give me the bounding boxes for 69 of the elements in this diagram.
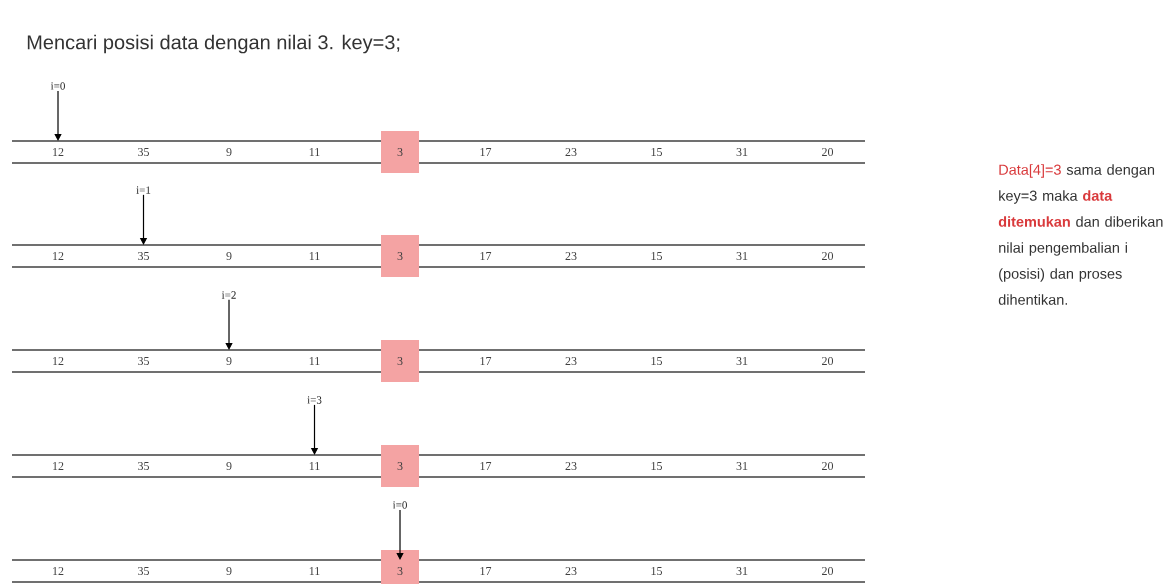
array-cell: 9 xyxy=(226,251,232,261)
array-cell: 11 xyxy=(309,148,320,156)
array-cell: 17 xyxy=(480,148,492,156)
array-cell: 15 xyxy=(651,462,663,470)
array-cell: 35 xyxy=(138,461,150,471)
array-cell: 20 xyxy=(822,566,834,576)
array-cell: 23 xyxy=(565,566,577,576)
index-label: i=2 xyxy=(221,291,236,299)
array-cell: 12 xyxy=(53,357,64,365)
array-cell: 17 xyxy=(480,567,492,575)
label: key=3 maka xyxy=(999,190,1078,204)
arrow xyxy=(225,299,233,350)
array-cell: 35 xyxy=(138,566,150,576)
index-label: i=0 xyxy=(50,82,65,90)
array-cell: 35 xyxy=(138,251,150,261)
array-cell: 11 xyxy=(309,252,320,260)
array-cell: 9 xyxy=(226,356,232,366)
array-cell: 31 xyxy=(736,566,748,576)
array-cell: 12 xyxy=(53,567,64,575)
array-cell: 23 xyxy=(565,461,577,471)
array-cell: 15 xyxy=(651,252,663,260)
label: nilai pengembalian i xyxy=(999,242,1127,256)
array-cell: 20 xyxy=(822,251,834,261)
index-label: i=3 xyxy=(307,396,322,404)
arrow xyxy=(54,90,62,141)
array-cell: 23 xyxy=(565,147,577,157)
label: dihentikan. xyxy=(998,294,1068,305)
highlighted-cell: 3 xyxy=(381,235,419,277)
highlighted-cell: 3 xyxy=(381,131,419,173)
index-label: i=0 xyxy=(392,501,407,509)
array-cell: 31 xyxy=(736,147,748,157)
array-cell: 23 xyxy=(565,356,577,366)
array-cell: 35 xyxy=(138,147,150,157)
array-cell: 31 xyxy=(736,461,748,471)
array-cell: 12 xyxy=(53,252,64,260)
title: Mencari posisi data dengan nilai 3. key=3; xyxy=(27,34,400,54)
label: (posisi) dan proses xyxy=(999,268,1122,282)
array-cell: 11 xyxy=(309,462,320,470)
array-cell: 15 xyxy=(651,567,663,575)
array-cell: 20 xyxy=(822,461,834,471)
array-cell: 9 xyxy=(226,147,232,157)
highlighted-cell: 3 xyxy=(381,550,419,584)
array-cell: 11 xyxy=(309,567,320,575)
array-cell: 15 xyxy=(651,357,663,365)
array-cell: 17 xyxy=(480,462,492,470)
label: ditemukan xyxy=(998,216,1070,227)
array-cell: 11 xyxy=(309,357,320,365)
explanation-text: Data[4]=3 sama dengan key=3 maka data ditemukan dan diberikan nilai pengembalian i (posisi) dan proses dihentikan. xyxy=(998,164,1163,305)
index-label: i=1 xyxy=(136,186,151,194)
label: Data[4]=3 xyxy=(999,164,1061,178)
array-cell: 20 xyxy=(822,147,834,157)
array-cell: 12 xyxy=(53,148,64,156)
array-cell: 12 xyxy=(53,462,64,470)
array-cell: 9 xyxy=(226,566,232,576)
array-cell: 31 xyxy=(736,251,748,261)
array-cell: 20 xyxy=(822,356,834,366)
array-cell: 17 xyxy=(480,252,492,260)
label: sama dengan xyxy=(1066,164,1155,178)
label: data xyxy=(1083,190,1113,201)
highlighted-cell: 3 xyxy=(381,445,419,487)
array-cell: 15 xyxy=(651,148,663,156)
array-cell: 23 xyxy=(565,251,577,261)
label: dan diberikan xyxy=(1076,216,1163,227)
array-cell: 17 xyxy=(480,357,492,365)
array-cell: 9 xyxy=(226,461,232,471)
array-cell: 35 xyxy=(138,356,150,366)
arrow xyxy=(396,509,404,560)
array-cell: 31 xyxy=(736,356,748,366)
highlighted-cell: 3 xyxy=(381,340,419,382)
